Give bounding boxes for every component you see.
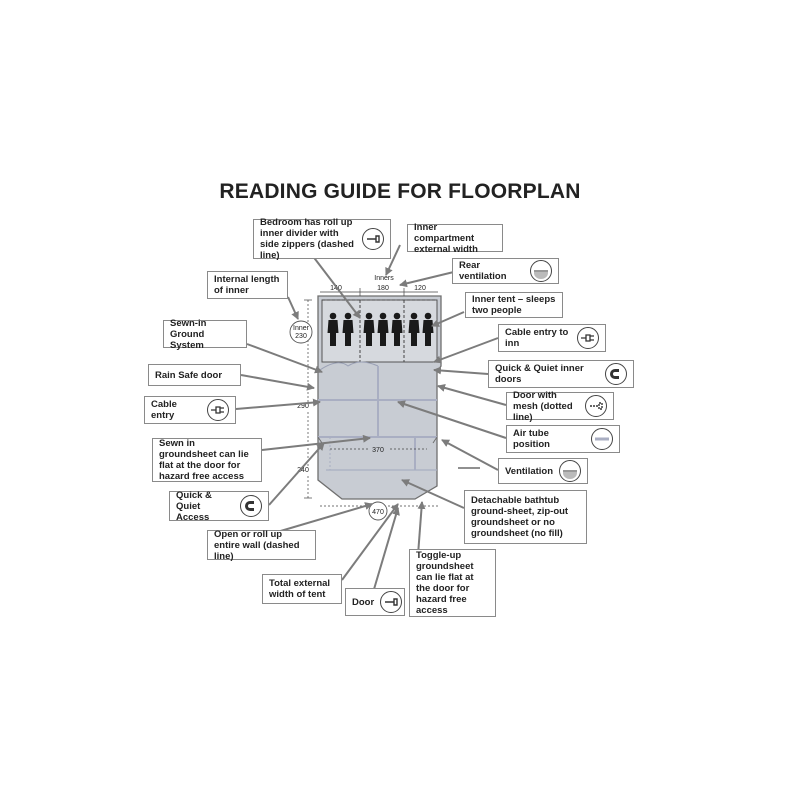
magnet-icon: [605, 363, 627, 385]
callout-sewn-ground-system: Sewn-in Ground System: [163, 318, 247, 351]
callout-door: Door: [345, 588, 405, 616]
callout-inner-compartment-width: Inner compartment external width: [407, 222, 503, 255]
vent-icon: [559, 460, 582, 482]
callout-door-with-mesh: Door with mesh (dotted line): [506, 390, 614, 423]
plug-icon: [577, 327, 599, 349]
callout-cable-entry-inn: Cable entry to inn: [498, 324, 606, 352]
callout-bedroom-divider: Bedroom has roll up inner divider with s…: [253, 217, 391, 261]
callout-toggle-up-groundsheet: Toggle-up groundsheet can lie flat at th…: [409, 549, 496, 617]
vent-icon: [530, 260, 552, 282]
plug-icon: [207, 399, 229, 421]
dim-front-width: 370: [372, 447, 384, 454]
dim-inners-label: Inners: [374, 275, 394, 282]
dim-inner-width-2: 180: [377, 285, 389, 292]
callout-rear-ventilation: Rear ventilation: [452, 258, 559, 284]
callout-detachable-bathtub: Detachable bathtub ground-sheet, zip-out…: [464, 490, 587, 544]
callout-open-roll-up-wall: Open or roll up entire wall (dashed line…: [207, 529, 316, 562]
dim-front-length: 240: [297, 467, 309, 474]
callout-arrows: [235, 244, 507, 597]
callout-sewn-groundsheet-flat: Sewn in groundsheet can lie flat at the …: [152, 438, 262, 482]
callout-rain-safe-door: Rain Safe door: [148, 364, 241, 386]
zipper-icon: [362, 228, 384, 250]
callout-total-external-width: Total external width of tent: [262, 574, 342, 604]
callout-internal-length: Internal length of inner: [207, 271, 288, 299]
page-title: READING GUIDE FOR FLOORPLAN: [219, 180, 581, 203]
dim-inner-circle-label: Inner: [293, 325, 310, 332]
air-tube-icon: [591, 428, 613, 450]
callout-ventilation: Ventilation: [498, 458, 588, 484]
callout-air-tube-position: Air tube position: [506, 425, 620, 453]
dim-inner-width-1: 140: [330, 285, 342, 292]
callout-quick-quiet-inner: Quick & Quiet inner doors: [488, 360, 634, 388]
callout-quick-quiet-access: Quick & Quiet Access: [169, 490, 269, 523]
callout-inner-tent: Inner tent – sleeps two people: [465, 292, 563, 318]
magnet-icon: [240, 495, 262, 517]
dim-total-width: 470: [372, 509, 384, 516]
callout-cable-entry: Cable entry: [144, 396, 236, 424]
dim-inner-width-3: 120: [414, 285, 426, 292]
dim-total-length: 290: [297, 403, 309, 410]
dim-inner-circle-value: 230: [295, 333, 307, 340]
zipper-icon: [585, 395, 607, 417]
zipper-icon: [380, 591, 403, 613]
